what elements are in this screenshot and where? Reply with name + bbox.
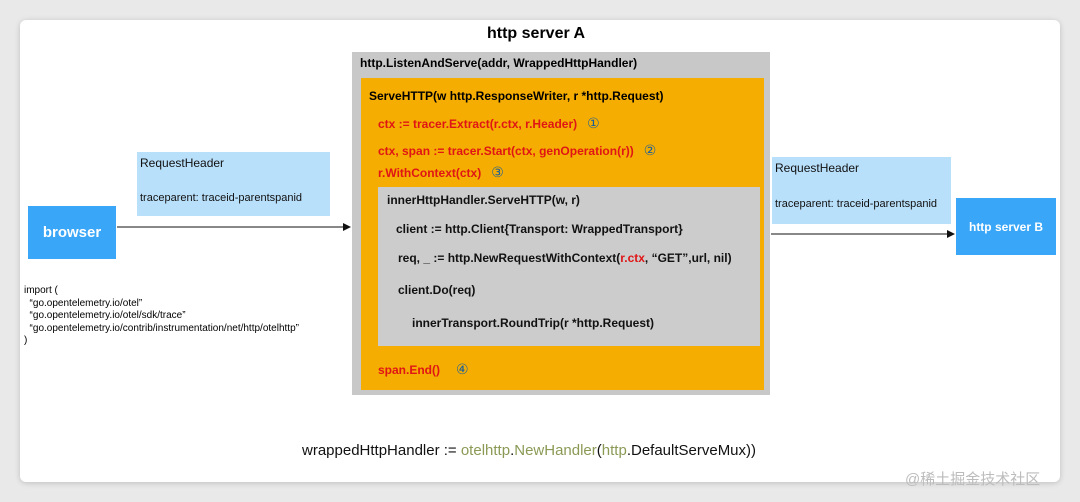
- import-line: “go.opentelemetry.io/contrib/instrumenta…: [24, 322, 299, 334]
- http-server-b-label: http server B: [968, 219, 1044, 234]
- inner-line-do: client.Do(req): [398, 283, 476, 297]
- step-number-4: ④: [456, 361, 469, 377]
- browser-label: browser: [42, 224, 102, 241]
- inner-line-request: req, _ := http.NewRequestWithContext(r.c…: [398, 251, 732, 265]
- step-number-2: ②: [643, 142, 657, 158]
- listen-and-serve-label: http.ListenAndServe(addr, WrappedHttpHan…: [360, 56, 638, 70]
- step-span-end-code: span.End(): [378, 363, 440, 377]
- browser-box: browser: [28, 206, 116, 259]
- step-with-context-code: r.WithContext(ctx): [378, 166, 482, 180]
- step-extract: ctx := tracer.Extract(r.ctx, r.Header) ①: [378, 115, 600, 132]
- request-header-left-value: traceparent: traceid-parentspanid: [140, 192, 303, 204]
- import-line: ): [24, 335, 28, 346]
- step-span-end: span.End() ④: [378, 361, 469, 378]
- inner-handler-box: [378, 187, 760, 346]
- footer-part: .: [510, 442, 515, 459]
- request-ctx-highlight: r.ctx: [620, 251, 645, 265]
- http-server-b-box: http server B: [956, 198, 1056, 255]
- inner-line-serve: innerHttpHandler.ServeHTTP(w, r): [387, 193, 580, 207]
- watermark: @稀土掘金技术社区: [905, 471, 1041, 488]
- request-header-right-heading: RequestHeader: [775, 161, 860, 175]
- import-line: import (: [24, 285, 58, 296]
- step-number-1: ①: [587, 115, 600, 131]
- step-start-code: ctx, span := tracer.Start(ctx, genOperat…: [378, 144, 634, 158]
- inner-line-client: client := http.Client{Transport: Wrapped…: [396, 222, 683, 236]
- request-prefix: req, _ := http.NewRequestWithContext(: [398, 251, 621, 265]
- footer-newhandler: NewHandler: [514, 442, 597, 459]
- inner-line-roundtrip: innerTransport.RoundTrip(r *http.Request…: [412, 316, 654, 330]
- wrapped-handler-code: wrappedHttpHandler := otelhttp.NewHandle…: [302, 442, 756, 459]
- step-extract-code: ctx := tracer.Extract(r.ctx, r.Header): [378, 117, 578, 131]
- footer-part: .DefaultServeMux)): [626, 442, 757, 459]
- footer-http: http: [601, 442, 627, 459]
- step-number-3: ③: [491, 164, 504, 180]
- footer-part: wrappedHttpHandler :=: [302, 442, 461, 459]
- step-with-context: r.WithContext(ctx) ③: [378, 164, 504, 181]
- request-header-right: RequestHeader traceparent: traceid-paren…: [772, 157, 951, 224]
- imports-block: import ( “go.opentelemetry.io/otel” “go.…: [24, 285, 299, 348]
- request-header-right-value: traceparent: traceid-parentspanid: [775, 198, 938, 210]
- import-line: “go.opentelemetry.io/otel”: [24, 297, 143, 309]
- step-start-span: ctx, span := tracer.Start(ctx, genOperat…: [378, 142, 656, 159]
- import-line: “go.opentelemetry.io/otel/sdk/trace”: [24, 310, 186, 321]
- request-suffix: , “GET”,url, nil): [644, 251, 732, 265]
- footer-part: (: [596, 442, 602, 459]
- footer-otelhttp: otelhttp: [460, 442, 511, 459]
- request-header-left-heading: RequestHeader: [140, 156, 225, 170]
- request-header-left: RequestHeader traceparent: traceid-paren…: [137, 152, 330, 216]
- diagram-title: http server A: [487, 25, 586, 42]
- serve-http-label: ServeHTTP(w http.ResponseWriter, r *http…: [369, 89, 664, 103]
